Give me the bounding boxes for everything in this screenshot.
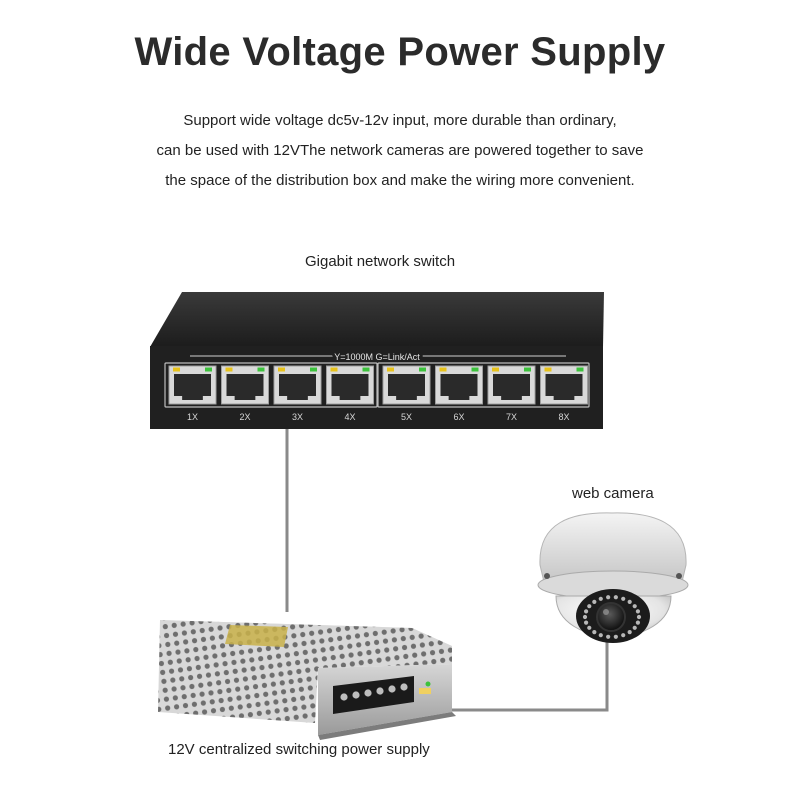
port-jack	[440, 374, 478, 400]
psu-adjust-pot	[419, 688, 431, 694]
port-jack	[331, 374, 369, 400]
port-label: 5X	[401, 412, 412, 422]
switch-top-face	[150, 292, 604, 347]
description-line-3: the space of the distribution box and ma…	[165, 172, 635, 189]
led-link	[205, 367, 212, 372]
ir-leds	[582, 595, 642, 639]
ir-led	[613, 634, 618, 639]
led-speed	[439, 367, 447, 372]
power-supply	[158, 620, 456, 740]
ir-led	[627, 630, 632, 635]
ir-led	[592, 630, 597, 635]
page-title: Wide Voltage Power Supply	[134, 30, 666, 74]
port-jack	[278, 374, 316, 400]
led-speed	[330, 367, 338, 372]
network-switch: Y=1000M G=Link/Act 1X 2X 3X 4X 5X 6X 7X 8X	[150, 292, 604, 429]
switch-label: Gigabit network switch	[305, 253, 456, 270]
camera-label: web camera	[572, 485, 654, 502]
psu-yellow-part	[225, 625, 288, 647]
led-speed	[492, 367, 499, 372]
port-4: 4X	[326, 365, 374, 422]
description-line-1: Support wide voltage dc5v-12v input, mor…	[183, 112, 617, 129]
ir-led	[635, 620, 641, 625]
camera-screw-left	[544, 573, 550, 579]
port-1: 1X	[168, 365, 217, 422]
port-6: 6X	[435, 365, 483, 422]
ir-led	[632, 604, 637, 609]
switch-legend: Y=1000M G=Link/Act	[334, 352, 420, 362]
port-label: 8X	[558, 412, 569, 422]
ir-led	[598, 596, 603, 601]
description-line-2: can be used with 12VThe network cameras …	[156, 142, 644, 159]
led-speed	[173, 367, 180, 372]
led-speed	[387, 367, 394, 372]
port-label: 6X	[453, 412, 464, 422]
led-speed	[278, 367, 285, 372]
led-link	[419, 367, 426, 372]
port-group-left	[164, 362, 378, 408]
port-jack	[492, 374, 530, 400]
led-link	[362, 367, 370, 372]
led-speed	[225, 367, 233, 372]
ir-led	[583, 620, 589, 625]
port-group-right	[377, 362, 590, 408]
ir-led	[583, 609, 589, 614]
ir-led	[613, 595, 618, 600]
port-3: 3X	[273, 365, 322, 422]
psu-terminal-screws	[340, 683, 408, 701]
description: Support wide voltage dc5v-12v input, mor…	[0, 106, 800, 196]
ir-led	[627, 599, 632, 604]
lens-highlight	[603, 609, 609, 615]
ir-led	[592, 599, 597, 604]
port-5: 5X	[382, 365, 431, 422]
port-label: 7X	[506, 412, 517, 422]
led-link	[471, 367, 479, 372]
port-jack	[387, 374, 425, 400]
ir-led	[606, 634, 611, 639]
port-label: 3X	[292, 412, 303, 422]
ir-led	[621, 596, 626, 601]
port-8: 8X	[540, 365, 588, 422]
dome-camera	[537, 512, 689, 643]
ir-led	[636, 614, 642, 620]
port-label: 4X	[344, 412, 355, 422]
led-link	[576, 367, 584, 372]
led-link	[524, 367, 531, 372]
port-2: 2X	[221, 365, 269, 422]
ir-led	[632, 625, 637, 630]
ir-led	[587, 604, 592, 609]
port-label: 2X	[239, 412, 250, 422]
psu-terminal-block	[333, 676, 414, 714]
camera-housing	[539, 512, 687, 583]
port-jack	[174, 374, 211, 400]
camera-screw-right	[676, 573, 682, 579]
psu-mesh-cover	[158, 620, 452, 723]
ir-led	[598, 633, 603, 638]
ir-led	[635, 609, 641, 614]
port-7: 7X	[487, 365, 536, 422]
power-supply-label: 12V centralized switching power supply	[168, 741, 430, 758]
port-label: 1X	[187, 412, 198, 422]
ir-led	[621, 633, 626, 638]
cable-psu-to-camera	[430, 642, 609, 712]
ir-led	[606, 595, 611, 600]
port-jack	[545, 374, 583, 400]
cables	[285, 428, 609, 712]
port-jack	[226, 374, 264, 400]
led-link	[257, 367, 265, 372]
psu-base-edge	[318, 712, 456, 740]
led-speed	[544, 367, 552, 372]
ir-led	[587, 625, 592, 630]
camera-lens	[596, 602, 626, 632]
psu-power-led	[425, 681, 431, 687]
led-link	[310, 367, 317, 372]
ir-led	[582, 614, 588, 620]
